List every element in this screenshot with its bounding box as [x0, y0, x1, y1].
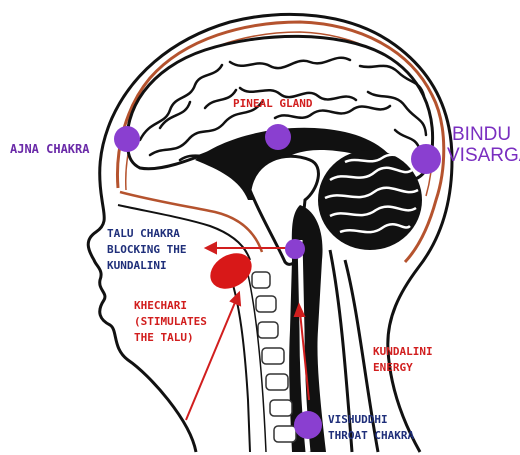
- thalamus: [248, 154, 320, 266]
- palate-line: [119, 190, 264, 253]
- vishuddhi-chakra-dot: [294, 411, 322, 439]
- talu-label-line2: BLOCKING THE: [107, 243, 187, 256]
- head-silhouette: [86, 12, 454, 453]
- cerebellum-folds: [324, 153, 419, 234]
- vishuddhi-label-line1: VISHUDDHI: [328, 413, 388, 426]
- vishuddhi-label-line2: THROAT CHAKRA: [328, 429, 415, 442]
- kundalini-label-line1: KUNDALINI: [373, 345, 433, 358]
- pineal-gland-label: PINEAL GLAND: [233, 97, 313, 110]
- khechari-label-line3: THE TALU): [134, 331, 194, 344]
- talu-label-line3: KUNDALINI: [107, 259, 167, 272]
- pineal-gland-dot: [265, 124, 291, 150]
- khechari-label-line1: KHECHARI: [134, 299, 187, 312]
- cerebellum: [318, 150, 422, 250]
- throat-back: [244, 261, 267, 453]
- talu-label-line1: TALU CHAKRA: [107, 227, 180, 240]
- spine-back-line-2: [343, 259, 380, 453]
- corpus-callosum: [195, 127, 400, 200]
- skull-outline: [116, 20, 446, 264]
- bindu-label-line2: VISARGA: [447, 145, 520, 166]
- annotation-arrows: [185, 241, 310, 421]
- nasal-line: [117, 204, 251, 261]
- ajna-chakra-dot: [114, 126, 140, 152]
- bindu-visarga-dot: [411, 144, 441, 174]
- spine-back-line: [328, 249, 354, 453]
- kundalini-label-line2: ENERGY: [373, 361, 413, 374]
- khechari-label-line2: (STIMULATES: [134, 315, 207, 328]
- ajna-chakra-label: AJNA CHAKRA: [10, 142, 90, 156]
- talu-chakra-dot: [285, 239, 305, 259]
- bindu-label-line1: BINDU: [452, 124, 512, 145]
- vertebrae: [251, 271, 297, 443]
- khechari-tongue: [210, 253, 252, 289]
